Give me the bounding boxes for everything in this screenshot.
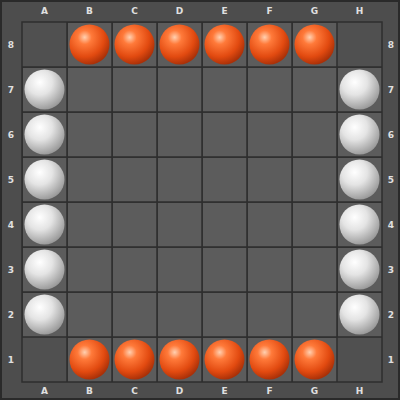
row-number: 5 <box>8 175 14 184</box>
column-letter: H <box>356 7 364 16</box>
column-letter: G <box>311 7 318 16</box>
column-letter: G <box>311 387 318 396</box>
column-letter: A <box>41 387 48 396</box>
row-number: 1 <box>8 355 14 364</box>
row-number: 2 <box>388 310 394 319</box>
white-pieces <box>25 70 380 335</box>
row-number: 6 <box>388 130 394 139</box>
column-letter: B <box>86 7 93 16</box>
column-letter: A <box>41 7 48 16</box>
row-number: 8 <box>388 40 394 49</box>
row-number: 5 <box>388 175 394 184</box>
column-letter: F <box>266 387 272 396</box>
row-number: 1 <box>388 355 394 364</box>
column-letter: D <box>176 7 183 16</box>
column-letter: H <box>356 387 364 396</box>
row-number: 7 <box>388 85 394 94</box>
column-letter: F <box>266 7 272 16</box>
column-letter: C <box>131 7 138 16</box>
column-letter: D <box>176 387 183 396</box>
row-number: 4 <box>8 220 14 229</box>
row-number: 6 <box>8 130 14 139</box>
row-number: 8 <box>8 40 14 49</box>
row-number: 7 <box>8 85 14 94</box>
column-letter: B <box>86 387 93 396</box>
column-letter: E <box>221 7 227 16</box>
row-number: 3 <box>8 265 14 274</box>
red-pieces <box>70 25 335 380</box>
column-letter: E <box>221 387 227 396</box>
row-number: 3 <box>388 265 394 274</box>
row-number: 2 <box>8 310 14 319</box>
row-number: 4 <box>388 220 394 229</box>
column-letter: C <box>131 387 138 396</box>
